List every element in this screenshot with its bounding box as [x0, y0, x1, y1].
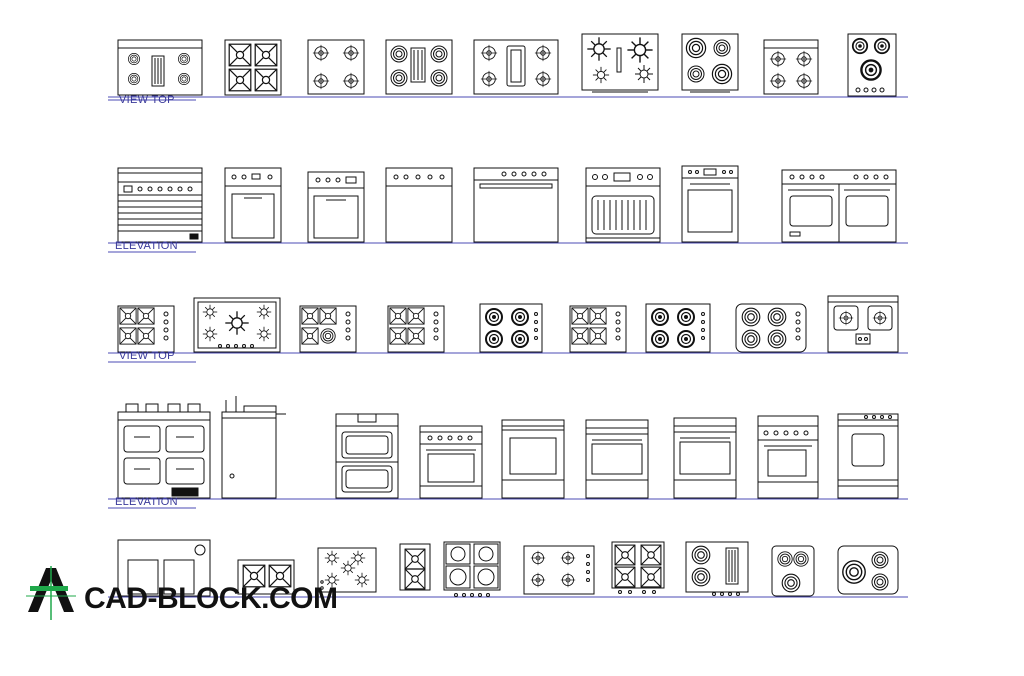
cooktop-5-9: [771, 545, 815, 597]
cooktop-3-6: [569, 305, 627, 353]
range-2-5: [473, 167, 559, 243]
cooktop-1-2: [224, 39, 282, 96]
row-3-cooktops: [117, 295, 899, 353]
logo-mark-icon: [26, 566, 76, 620]
cooktop-3-4: [387, 305, 445, 353]
row-1-label: VIEW TOP: [119, 94, 175, 106]
cooktop-5-3: [317, 547, 377, 593]
cooktop-3-2: [193, 297, 281, 353]
row-1-cooktops: [117, 33, 897, 97]
range-2-4: [385, 167, 453, 243]
range-2-1: [117, 167, 203, 243]
range-4-2: [221, 396, 286, 499]
cooktop-5-6: [523, 545, 595, 595]
range-4-1: [117, 403, 211, 499]
cooktop-5-8: [685, 541, 749, 596]
row-2-label: ELEVATION: [115, 240, 178, 252]
range-2-2: [224, 167, 282, 243]
cooktop-1-5: [473, 39, 559, 95]
range-2-3: [307, 171, 365, 243]
cooktop-3-7: [645, 303, 711, 353]
cooktop-5-1: [117, 539, 211, 597]
range-2-6: [585, 167, 661, 243]
cooktop-3-9: [827, 295, 899, 353]
row-4-ranges: [117, 396, 899, 499]
range-4-5: [501, 419, 565, 499]
row-2-ranges: [117, 165, 897, 243]
cooktop-1-3: [307, 39, 365, 95]
range-4-3: [335, 413, 399, 499]
cooktop-3-8: [735, 303, 807, 353]
cooktop-5-2: [237, 559, 295, 595]
range-4-6: [585, 419, 649, 499]
row-5-cooktops: [117, 539, 899, 597]
cooktop-1-6: [581, 33, 659, 93]
baselines: [108, 96, 908, 598]
row-3-label: VIEW TOP: [119, 350, 175, 362]
cooktop-5-7: [611, 541, 665, 594]
range-2-7: [681, 165, 739, 243]
cooktop-1-1: [117, 39, 203, 96]
watermark-text: CAD-BLOCK.COM: [84, 582, 338, 615]
cooktop-1-7: [681, 33, 739, 93]
range-4-9: [837, 413, 899, 499]
range-2-8: [781, 169, 897, 243]
cooktop-5-4: [399, 543, 431, 591]
range-4-8: [757, 415, 819, 499]
cooktop-1-9: [847, 33, 897, 97]
cooktop-1-4: [385, 39, 453, 95]
row-4-label: ELEVATION: [115, 496, 178, 508]
cooktop-1-8: [763, 39, 819, 95]
cooktop-5-5: [443, 541, 501, 597]
range-4-7: [673, 417, 737, 499]
range-4-4: [419, 425, 483, 499]
cooktop-5-10: [837, 545, 899, 595]
cooktop-3-1: [117, 305, 175, 353]
cooktop-3-5: [479, 303, 543, 353]
cooktop-3-3: [299, 305, 357, 353]
